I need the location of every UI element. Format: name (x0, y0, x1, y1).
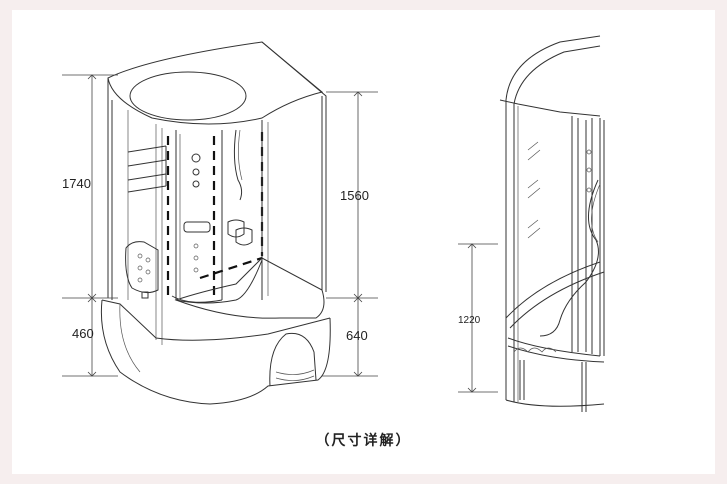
shower-side-section (499, 35, 605, 412)
dimension-1740: 1740 (62, 176, 91, 191)
dimension-1560: 1560 (340, 188, 369, 203)
dimension-460: 460 (72, 326, 94, 341)
dimension-1220: 1220 (458, 315, 481, 326)
dimension-lines-left (62, 74, 118, 377)
dimension-lines-right (322, 91, 378, 377)
shower-cabin-perspective (100, 41, 331, 405)
caption-size-details: （尺寸详解） (315, 433, 412, 449)
dimension-640: 640 (346, 328, 368, 343)
dimension-lines-tray (458, 243, 498, 393)
